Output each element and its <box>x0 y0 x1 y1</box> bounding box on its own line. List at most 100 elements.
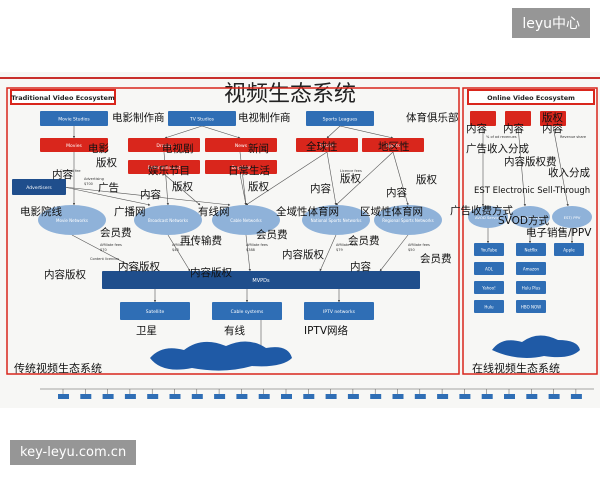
ann-affiliate-2: Affiliate fees <box>246 243 268 247</box>
connector <box>201 125 241 139</box>
cn-news: 新闻 <box>248 142 269 155</box>
cn-studio-sports: 体育俱乐部 <box>406 111 459 124</box>
connector <box>245 234 251 272</box>
cn-huiyuanfei-3: 会员费 <box>348 234 380 247</box>
connector <box>245 151 328 206</box>
consumer-box-4 <box>147 394 159 399</box>
online-content-1 <box>505 111 531 126</box>
platform-box-2 <box>474 262 504 275</box>
cn-banquan-5: 版权 <box>416 173 437 186</box>
ann-fee-1: $48 <box>172 248 179 252</box>
traditional-footer: 传统视频生态系统 <box>14 361 102 375</box>
content-box-0 <box>40 138 108 152</box>
cn-movies: 电影 <box>88 142 109 155</box>
network-label-2: Cable Networks <box>230 218 261 223</box>
online-footer: 在线视频生态系统 <box>472 361 560 375</box>
cn-net-cable: 有线网 <box>198 205 230 218</box>
ann-fee-2: $388 <box>246 248 255 252</box>
platform-box-5 <box>516 281 546 294</box>
cn-neirong-1: 内容 <box>52 168 73 181</box>
platform-box-4 <box>474 281 504 294</box>
connector <box>326 125 341 139</box>
cn-neirong-2: 内容 <box>140 188 161 201</box>
online-frame <box>462 87 598 375</box>
cn-entertainment: 娱乐节目 <box>148 164 190 177</box>
connector <box>319 234 337 272</box>
cn-neirong-4: 内容 <box>386 186 407 199</box>
consumer-box-16 <box>414 394 426 399</box>
cn-online-neirong-3: 内容 <box>542 122 563 135</box>
network-ellipse-3 <box>302 205 370 235</box>
ann-affiliate-0: Affiliate fees <box>100 243 122 247</box>
online-content-0 <box>470 111 496 126</box>
cn-banquan-2: 版权 <box>172 180 193 193</box>
platform-box-3 <box>516 262 546 275</box>
content-box-1-label: Drama <box>156 143 171 149</box>
cn-sports-global: 全球性 <box>306 140 338 153</box>
service-ellipse-0 <box>468 206 508 228</box>
network-ellipse-2 <box>212 205 280 235</box>
traditional-cloud <box>150 341 292 371</box>
cn-net-regional: 区域性体育网 <box>360 205 423 218</box>
consumer-box-18 <box>459 394 471 399</box>
cn-online-ppv: 电子销售/PPV <box>526 226 592 239</box>
consumer-box-8 <box>236 394 248 399</box>
watermark-bottom: key-leyu.com.cn <box>10 440 137 465</box>
content-box-1 <box>128 138 200 152</box>
diagram-title: 视频生态系统 <box>224 82 356 107</box>
cn-online-ad-mode: 广告收费方式 <box>450 204 513 217</box>
ann-online-rev-share: Revenue share <box>560 135 586 139</box>
cn-net-national: 全域性体育网 <box>276 205 339 218</box>
network-label-0: Movie Networks <box>56 218 88 223</box>
distribution-box-1-label: Cable systems <box>231 309 264 315</box>
cn-zaichuan: 再传输费 <box>180 234 222 247</box>
connector <box>552 125 569 207</box>
connector <box>164 125 203 139</box>
consumer-box-17 <box>437 394 449 399</box>
cn-online-neirong-1: 内容 <box>466 122 487 135</box>
content-box-3-label: Sports <box>320 143 335 149</box>
watermark-top: leyu中心 <box>512 8 590 38</box>
connector <box>63 186 151 206</box>
studio-box-2 <box>306 111 374 126</box>
ann-content-fee: Content fee <box>60 169 81 173</box>
ann-affiliate-4: Affiliate fees <box>408 243 430 247</box>
cn-net-movie: 电影院线 <box>20 205 62 218</box>
cn-huiyuanfei-2: 会员费 <box>256 228 288 241</box>
cn-banquan-4: 版权 <box>340 172 361 185</box>
connector <box>167 234 191 272</box>
ann-content-licences: Content licences <box>90 257 119 261</box>
online-content-2 <box>540 111 566 126</box>
consumer-box-15 <box>392 394 404 399</box>
distribution-box-2 <box>304 302 374 320</box>
service-label-0: AVOD Service <box>475 215 502 220</box>
platform-box-6-label: Hulu <box>484 305 494 310</box>
connector <box>163 173 201 206</box>
service-label-2: EST/ PPV <box>564 215 581 220</box>
cn-neirong-banquan-3: 内容版权 <box>190 266 232 279</box>
content-box-3 <box>296 138 358 152</box>
cn-guanggao: 广告 <box>98 181 119 194</box>
consumer-box-14 <box>370 394 382 399</box>
content-box-6 <box>205 160 277 174</box>
ann-fee-4: $50 <box>408 248 415 252</box>
studio-box-1-label: TV Studios <box>189 117 215 123</box>
service-label-1: SVOD Service <box>517 215 544 220</box>
ann-licence-fees: Licence fees <box>340 169 362 173</box>
cn-neirong-3: 内容 <box>310 182 331 195</box>
online-cloud <box>492 335 580 358</box>
cn-online-svod: SVOD方式 <box>498 214 550 227</box>
content-box-4-label: Sports <box>386 143 401 149</box>
mvpd-bar <box>102 271 420 289</box>
content-box-5-label: Entertainment <box>148 165 181 171</box>
mvpd-bar-label: MVPDs <box>252 278 270 284</box>
cn-neirong-banquan-2: 内容版权 <box>118 260 160 273</box>
content-box-6-label: Daytime <box>231 165 250 171</box>
consumer-box-5 <box>169 394 181 399</box>
traditional-header-box <box>10 89 116 105</box>
platform-box-0-label: YouTube <box>480 248 498 253</box>
consumer-box-10 <box>281 394 292 399</box>
cn-net-broadcast: 广播网 <box>114 205 146 218</box>
content-box-4 <box>362 138 424 152</box>
cn-studio-movie: 电影制作商 <box>112 111 165 124</box>
